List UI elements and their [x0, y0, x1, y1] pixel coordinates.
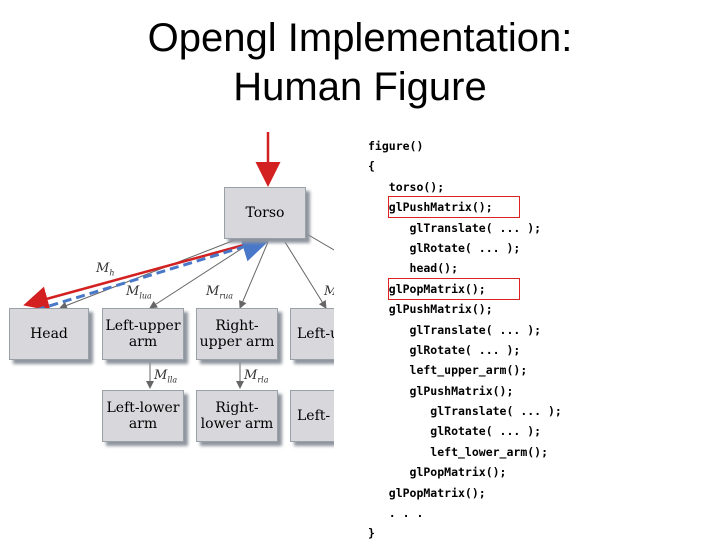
node-left-upper-leg-label: Left-u le: [297, 326, 334, 342]
tree-diagram: Torso Head Left-upper arm Right-upper ar…: [0, 130, 334, 460]
node-left-upper-arm: Left-upper arm: [102, 308, 184, 360]
code-line: glTranslate( ... );: [368, 322, 542, 337]
node-right-lower-arm: Right-lower arm: [196, 390, 278, 442]
code-line: glTranslate( ... );: [368, 220, 542, 235]
label-mh: Mh: [96, 261, 115, 278]
code-line: }: [368, 526, 375, 541]
code-line: . . .: [368, 506, 424, 521]
node-left-lower-leg-label: Left- lo: [297, 408, 334, 424]
code-line: glRotate( ... );: [368, 424, 542, 439]
code-line: left_lower_arm();: [368, 444, 549, 459]
label-mlua: Mlua: [126, 284, 152, 301]
code-line: glPushMatrix();: [368, 200, 493, 215]
code-line: head();: [368, 261, 459, 276]
label-mlul: M: [324, 284, 334, 299]
label-mrla: Mrla: [244, 368, 269, 385]
code-line: left_upper_arm();: [368, 363, 528, 378]
highlight-pop-matrix: [388, 278, 520, 300]
node-right-upper-arm: Right-upper arm: [196, 308, 278, 360]
edge-torso-lua: [149, 239, 256, 309]
label-mlla: Mlla: [154, 368, 178, 385]
node-left-lower-leg: Left- lo: [290, 390, 334, 442]
code-line: glRotate( ... );: [368, 240, 521, 255]
title-line-1: Opengl Implementation:: [147, 16, 573, 60]
code-listing: figure() { torso(); glPushMatrix(); glTra…: [368, 136, 562, 544]
edge-torso-rua: [239, 241, 269, 309]
highlight-push-matrix: [388, 196, 520, 218]
slide-title: Opengl Implementation: Human Figure: [0, 14, 720, 112]
node-head: Head: [9, 308, 89, 360]
node-left-lower-arm: Left-lower arm: [102, 390, 184, 442]
node-torso: Torso: [224, 187, 306, 239]
code-line: glPushMatrix();: [368, 383, 514, 398]
label-mrua: Mrua: [206, 284, 234, 301]
code-line: {: [368, 159, 375, 174]
title-line-2: Human Figure: [233, 65, 487, 109]
edge-torso-lul: [284, 241, 327, 309]
code-line: glTranslate( ... );: [368, 404, 562, 419]
tree-edges: [23, 132, 334, 389]
code-line: glPushMatrix();: [368, 302, 493, 317]
node-left-upper-leg: Left-u le: [290, 308, 334, 360]
code-line: glPopMatrix();: [368, 465, 507, 480]
edge-torso-head: [59, 237, 241, 310]
code-line: glPopMatrix();: [368, 485, 486, 500]
blue-arrow-head-torso: [35, 232, 272, 312]
code-line: figure(): [368, 139, 424, 153]
code-line: glRotate( ... );: [368, 342, 521, 357]
red-arrow-torso-head: [23, 238, 263, 311]
code-line: torso();: [368, 179, 445, 194]
code-line: glPopMatrix();: [368, 281, 486, 296]
